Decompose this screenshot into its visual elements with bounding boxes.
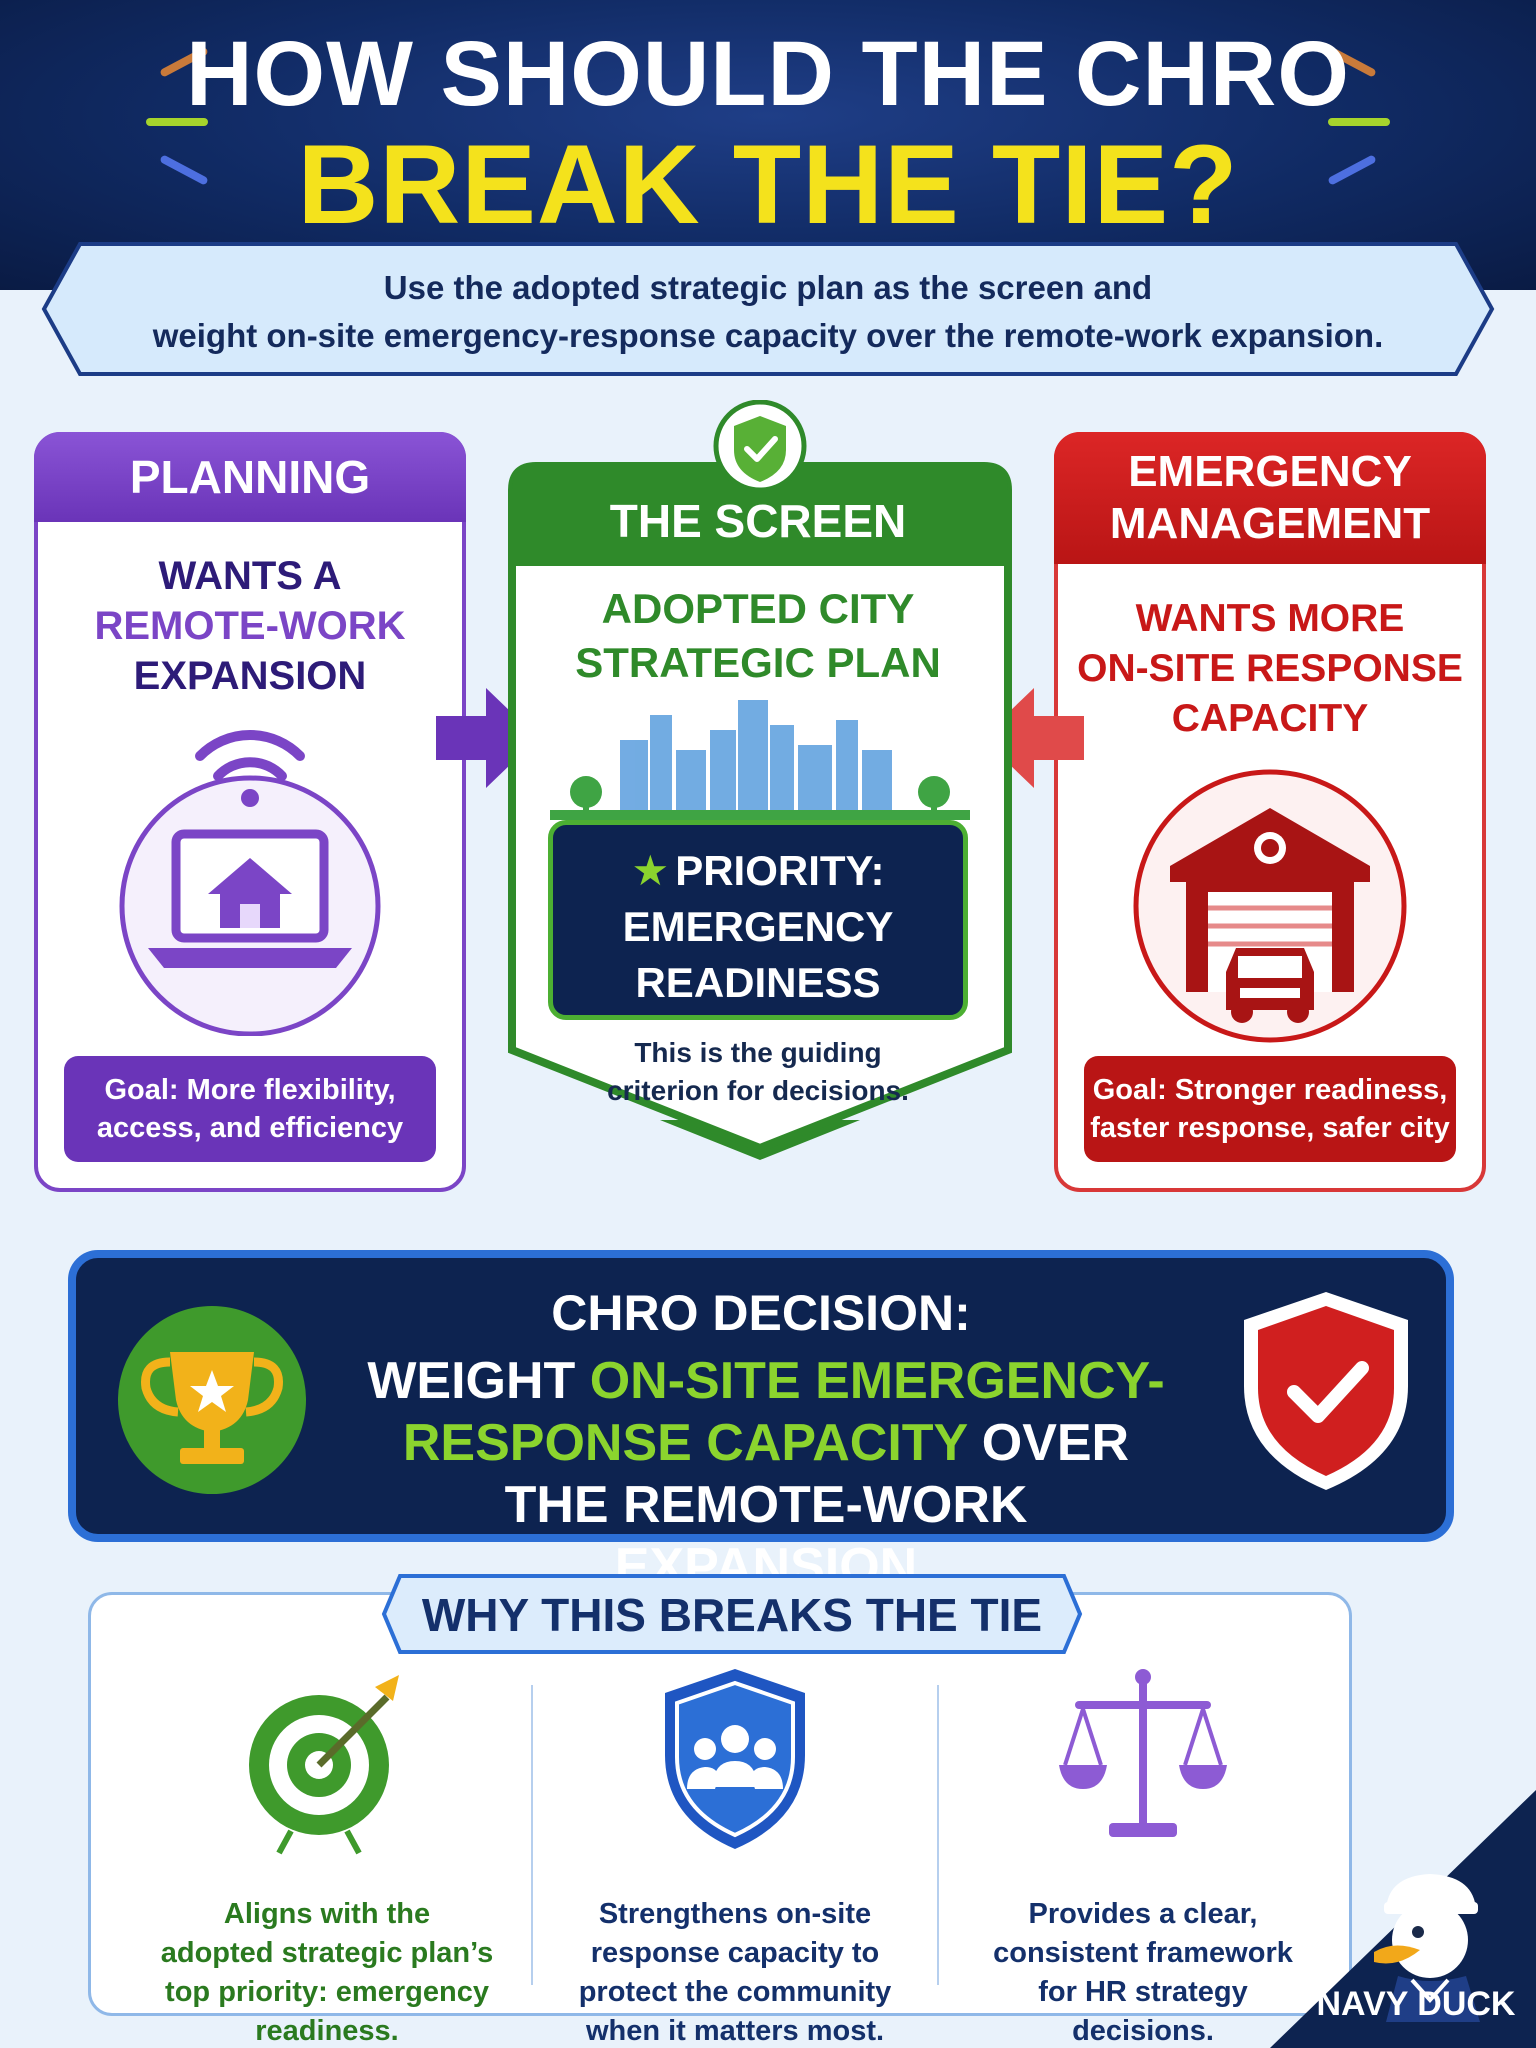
decision-panel: CHRO DECISION: WEIGHT ON-SITE EMERGENCY-… [68,1250,1454,1596]
planning-card: PLANNING WANTS A REMOTE-WORK EXPANSION G… [34,432,466,1192]
why-item: Aligns with the adopted strategic plan’s… [137,1665,517,2047]
screen-note-line: This is the guiding [634,1037,882,1068]
laptop-home-wifi-icon [119,729,381,1036]
screen-note-line: criterion for decisions. [607,1075,909,1106]
why-title: WHY THIS BREAKS THE TIE [421,1589,1043,1641]
divider [531,1685,533,1985]
planning-want-line: REMOTE-WORK [94,604,406,648]
why-item: Provides a clear, consistent framework f… [953,1665,1333,2047]
page-title: HOW SHOULD THE CHRO [186,23,1350,125]
priority-line: READINESS [635,959,881,1006]
arrow-right-icon [436,688,538,788]
screen-heading: THE SCREEN [609,495,907,547]
priority-line: PRIORITY: [675,847,885,894]
screen-plan-line: ADOPTED CITY [601,585,915,632]
why-item-text: Provides a clear, [1028,1898,1258,1930]
why-item-text: readiness. [255,2015,399,2047]
priority-box: ★PRIORITY: EMERGENCY READINESS [548,820,968,1020]
banner-shape [41,242,1495,376]
screen-note: This is the guiding criterion for decisi… [540,1034,976,1110]
target-arrow-icon [249,1675,399,1855]
planning-want-line: EXPANSION [133,654,367,698]
emergency-want-line: WANTS MORE [1135,597,1405,640]
planning-want: WANTS A REMOTE-WORK EXPANSION [38,551,462,701]
why-item-text: Strengthens on-site [598,1898,872,1930]
star-icon: ★ [631,847,670,894]
goal-line: faster response, safer city [1090,1112,1450,1144]
goal-line: access, and efficiency [96,1112,404,1144]
why-item-text: consistent framework [993,1937,1293,1969]
why-item-text: protect the community [578,1976,892,2008]
decision-highlight: ON-SITE EMERGENCY- [589,1352,1165,1410]
emergency-want-line: CAPACITY [1171,697,1369,740]
decision-text: WEIGHT [367,1352,590,1410]
community-shield-icon [665,1669,805,1849]
brand-name: NAVY DUCK [1316,1985,1516,2023]
priority-line: EMERGENCY [622,903,894,950]
why-item-text: decisions. [1072,2015,1214,2047]
summary-banner: Use the adopted strategic plan as the sc… [40,240,1496,378]
goal-line: Goal: More flexibility, [104,1074,396,1106]
emergency-want-line: ON-SITE RESPONSE [1077,647,1463,690]
decor-dash [146,118,208,126]
decor-dash [1328,118,1390,126]
emergency-heading: EMERGENCY MANAGEMENT [1054,432,1486,564]
decision-title: CHRO DECISION: [551,1285,971,1341]
page-title-highlight: BREAK THE TIE? [297,122,1239,247]
why-item-text: for HR strategy [1038,1976,1248,2008]
balance-scale-icon [1059,1669,1227,1837]
banner-line: Use the adopted strategic plan as the sc… [383,269,1153,306]
trophy-icon [118,1306,306,1494]
emergency-card: EMERGENCY MANAGEMENT WANTS MORE ON-SITE … [1054,432,1486,1192]
planning-want-line: WANTS A [158,554,342,598]
emergency-goal: Goal: Stronger readiness, faster respons… [1084,1056,1456,1162]
screen-plan-line: STRATEGIC PLAN [575,639,941,686]
why-panel: Aligns with the adopted strategic plan’s… [88,1592,1352,2047]
decision-highlight: RESPONSE CAPACITY [402,1414,968,1472]
banner-line: weight on-site emergency-response capaci… [152,317,1384,354]
arrow-left-icon [982,688,1084,788]
navy-duck-logo [1270,1790,1536,2048]
emergency-heading-line: EMERGENCY [1128,447,1412,496]
screen-plan: ADOPTED CITY STRATEGIC PLAN [520,582,996,690]
divider [937,1685,939,1985]
why-item-text: adopted strategic plan’s [160,1937,494,1969]
why-item-text: Aligns with the [223,1898,431,1930]
check-shield-icon [1244,1292,1408,1490]
decision-statement: WEIGHT ON-SITE EMERGENCY- RESPONSE CAPAC… [356,1350,1176,1598]
header: HOW SHOULD THE CHRO BREAK THE TIE? [0,0,1536,290]
emergency-heading-line: MANAGEMENT [1109,499,1431,548]
why-item-text: top priority: emergency [165,1976,489,2008]
emergency-want: WANTS MORE ON-SITE RESPONSE CAPACITY [1058,594,1482,744]
decision-text: OVER [967,1414,1130,1472]
why-item-text: when it matters most. [585,2015,885,2047]
fire-station-truck-icon [1133,769,1407,1043]
why-item: Strengthens on-site response capacity to… [545,1665,925,2047]
why-item-text: response capacity to [590,1937,880,1969]
why-ribbon [381,1574,1083,1654]
goal-line: Goal: Stronger readiness, [1092,1074,1448,1106]
planning-heading: PLANNING [34,432,466,522]
planning-goal: Goal: More flexibility, access, and effi… [64,1056,436,1162]
